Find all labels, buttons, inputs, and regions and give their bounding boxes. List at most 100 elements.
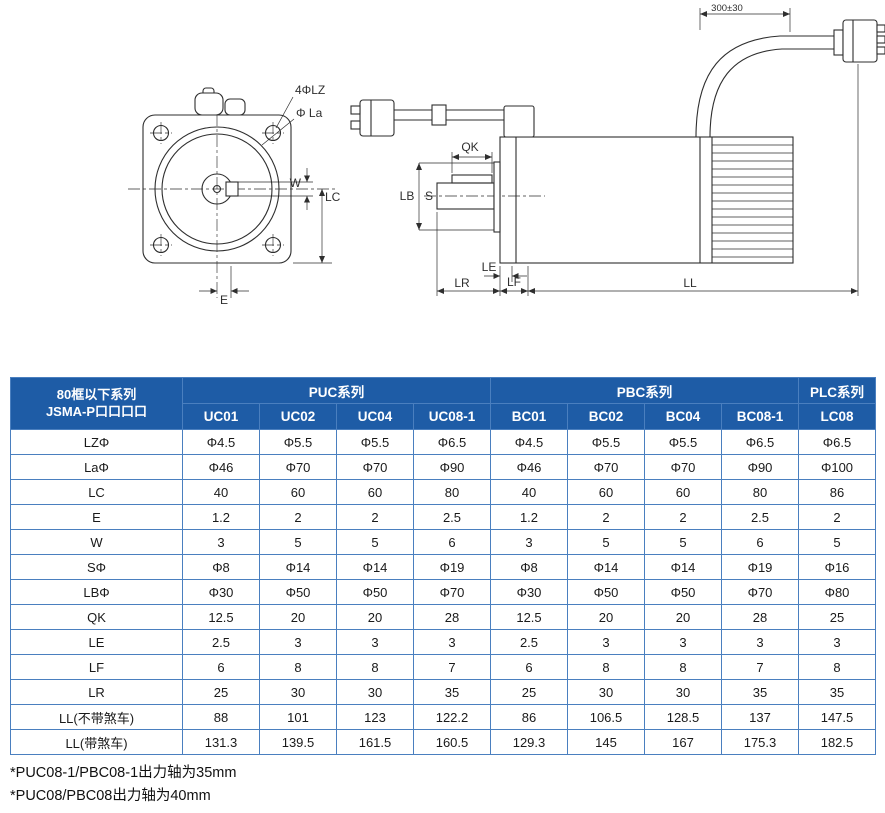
spec-value-cell: 8 — [567, 654, 645, 680]
spec-value-cell: 3 — [182, 529, 260, 555]
spec-value-cell: 5 — [336, 529, 414, 555]
spec-value-cell: 6 — [182, 654, 260, 680]
spec-value-cell: 30 — [259, 679, 337, 705]
spec-value-cell: 139.5 — [259, 729, 337, 755]
row-param-label: LE — [10, 629, 183, 655]
motor-body-outline — [499, 136, 794, 264]
spec-value-cell: 20 — [259, 604, 337, 630]
bottom-extension-lines — [436, 64, 859, 296]
spec-value-cell: 40 — [182, 479, 260, 505]
spec-value-cell: 60 — [259, 479, 337, 505]
spec-value-cell: 28 — [413, 604, 491, 630]
spec-value-cell: Φ30 — [490, 579, 568, 605]
dim-label-s: S — [425, 189, 433, 203]
spec-value-cell: Φ100 — [798, 454, 876, 480]
spec-value-cell: 3 — [413, 629, 491, 655]
spec-value-cell: 28 — [721, 604, 799, 630]
spec-value-cell: 1.2 — [490, 504, 568, 530]
qk-extension-lines — [451, 152, 493, 173]
spec-value-cell: 2.5 — [413, 504, 491, 530]
encoder-connector — [359, 99, 395, 137]
spec-value-cell: 167 — [644, 729, 722, 755]
arrow-icon — [493, 288, 500, 294]
w-extension-lines — [238, 181, 313, 197]
row-param-label: LZΦ — [10, 429, 183, 455]
row-param-label: LaΦ — [10, 454, 183, 480]
plug-strain-relief — [833, 29, 844, 56]
spec-value-cell: 5 — [798, 529, 876, 555]
spec-value-cell: 20 — [336, 604, 414, 630]
spec-value-cell: 145 — [567, 729, 645, 755]
spec-value-cell: Φ50 — [259, 579, 337, 605]
arrow-icon — [528, 288, 535, 294]
flange-boss-circle — [161, 133, 273, 245]
series-header-cell: 80框以下系列 JSMA-P口口口口 — [10, 377, 183, 430]
row-param-label: QK — [10, 604, 183, 630]
spec-value-cell: 2 — [567, 504, 645, 530]
power-cable-line — [709, 48, 843, 138]
connector-pin — [350, 105, 361, 115]
spec-value-cell: 60 — [336, 479, 414, 505]
dim-label-ll: LL — [683, 276, 697, 290]
spec-value-cell: 2 — [259, 504, 337, 530]
spec-value-cell: 30 — [644, 679, 722, 705]
spec-value-cell: 20 — [644, 604, 722, 630]
spec-value-cell: 40 — [490, 479, 568, 505]
flange-outline — [142, 114, 292, 264]
spec-value-cell: 5 — [644, 529, 722, 555]
arrow-icon — [452, 154, 459, 160]
dimension-spec-table: 80框以下系列 JSMA-P口口口口 PUC系列 PBC系列 PLC系列 UC0… — [10, 377, 876, 755]
terminal-block — [503, 105, 535, 138]
column-header-lc08: LC08 — [798, 403, 876, 430]
spec-value-cell: 137 — [721, 704, 799, 730]
dim-label-lf: LF — [507, 275, 521, 289]
lift-tab — [194, 92, 224, 116]
group-header-puc-series: PUC系列 — [182, 377, 491, 404]
dim-label-le: LE — [482, 260, 497, 274]
spec-value-cell: 3 — [336, 629, 414, 655]
spec-value-cell: Φ90 — [721, 454, 799, 480]
spec-value-cell: Φ70 — [259, 454, 337, 480]
mount-hole-cross — [262, 122, 284, 144]
spec-value-cell: 8 — [798, 654, 876, 680]
keyway-section — [225, 181, 239, 197]
shaft-center-hole — [212, 184, 222, 194]
spec-value-cell: 147.5 — [798, 704, 876, 730]
spec-value-cell: 86 — [798, 479, 876, 505]
spec-value-cell: 2.5 — [490, 629, 568, 655]
arrow-icon — [851, 288, 858, 294]
spec-value-cell: Φ50 — [567, 579, 645, 605]
spec-value-cell: Φ5.5 — [644, 429, 722, 455]
spec-value-cell: Φ70 — [721, 579, 799, 605]
series-title-line1: 80框以下系列 — [56, 387, 137, 403]
spec-value-cell: Φ6.5 — [721, 429, 799, 455]
spec-value-cell: 3 — [490, 529, 568, 555]
spec-value-cell: 12.5 — [490, 604, 568, 630]
spec-value-cell: 35 — [413, 679, 491, 705]
column-header-bc02: BC02 — [567, 403, 645, 430]
plug-pin — [876, 46, 885, 55]
spec-value-cell: 2 — [798, 504, 876, 530]
spec-value-cell: 2.5 — [721, 504, 799, 530]
row-param-label: LL(带煞车) — [10, 729, 183, 755]
spec-value-cell: Φ6.5 — [798, 429, 876, 455]
spec-value-cell: Φ14 — [567, 554, 645, 580]
dim-label-qk: QK — [461, 140, 478, 154]
front-view-drawing: 4ΦLZ Φ La W LC E — [128, 83, 341, 307]
spec-value-cell: Φ46 — [490, 454, 568, 480]
row-param-label: E — [10, 504, 183, 530]
dim-label-e: E — [220, 293, 228, 307]
spec-value-cell: 6 — [413, 529, 491, 555]
spec-value-cell: Φ50 — [336, 579, 414, 605]
spec-value-cell: 7 — [721, 654, 799, 680]
spec-value-cell: 80 — [413, 479, 491, 505]
spec-value-cell: 128.5 — [644, 704, 722, 730]
arrow-icon — [512, 273, 519, 279]
spec-value-cell: Φ19 — [413, 554, 491, 580]
rear-cover-fins — [712, 144, 793, 258]
spec-value-cell: Φ90 — [413, 454, 491, 480]
arrow-icon — [700, 11, 707, 17]
